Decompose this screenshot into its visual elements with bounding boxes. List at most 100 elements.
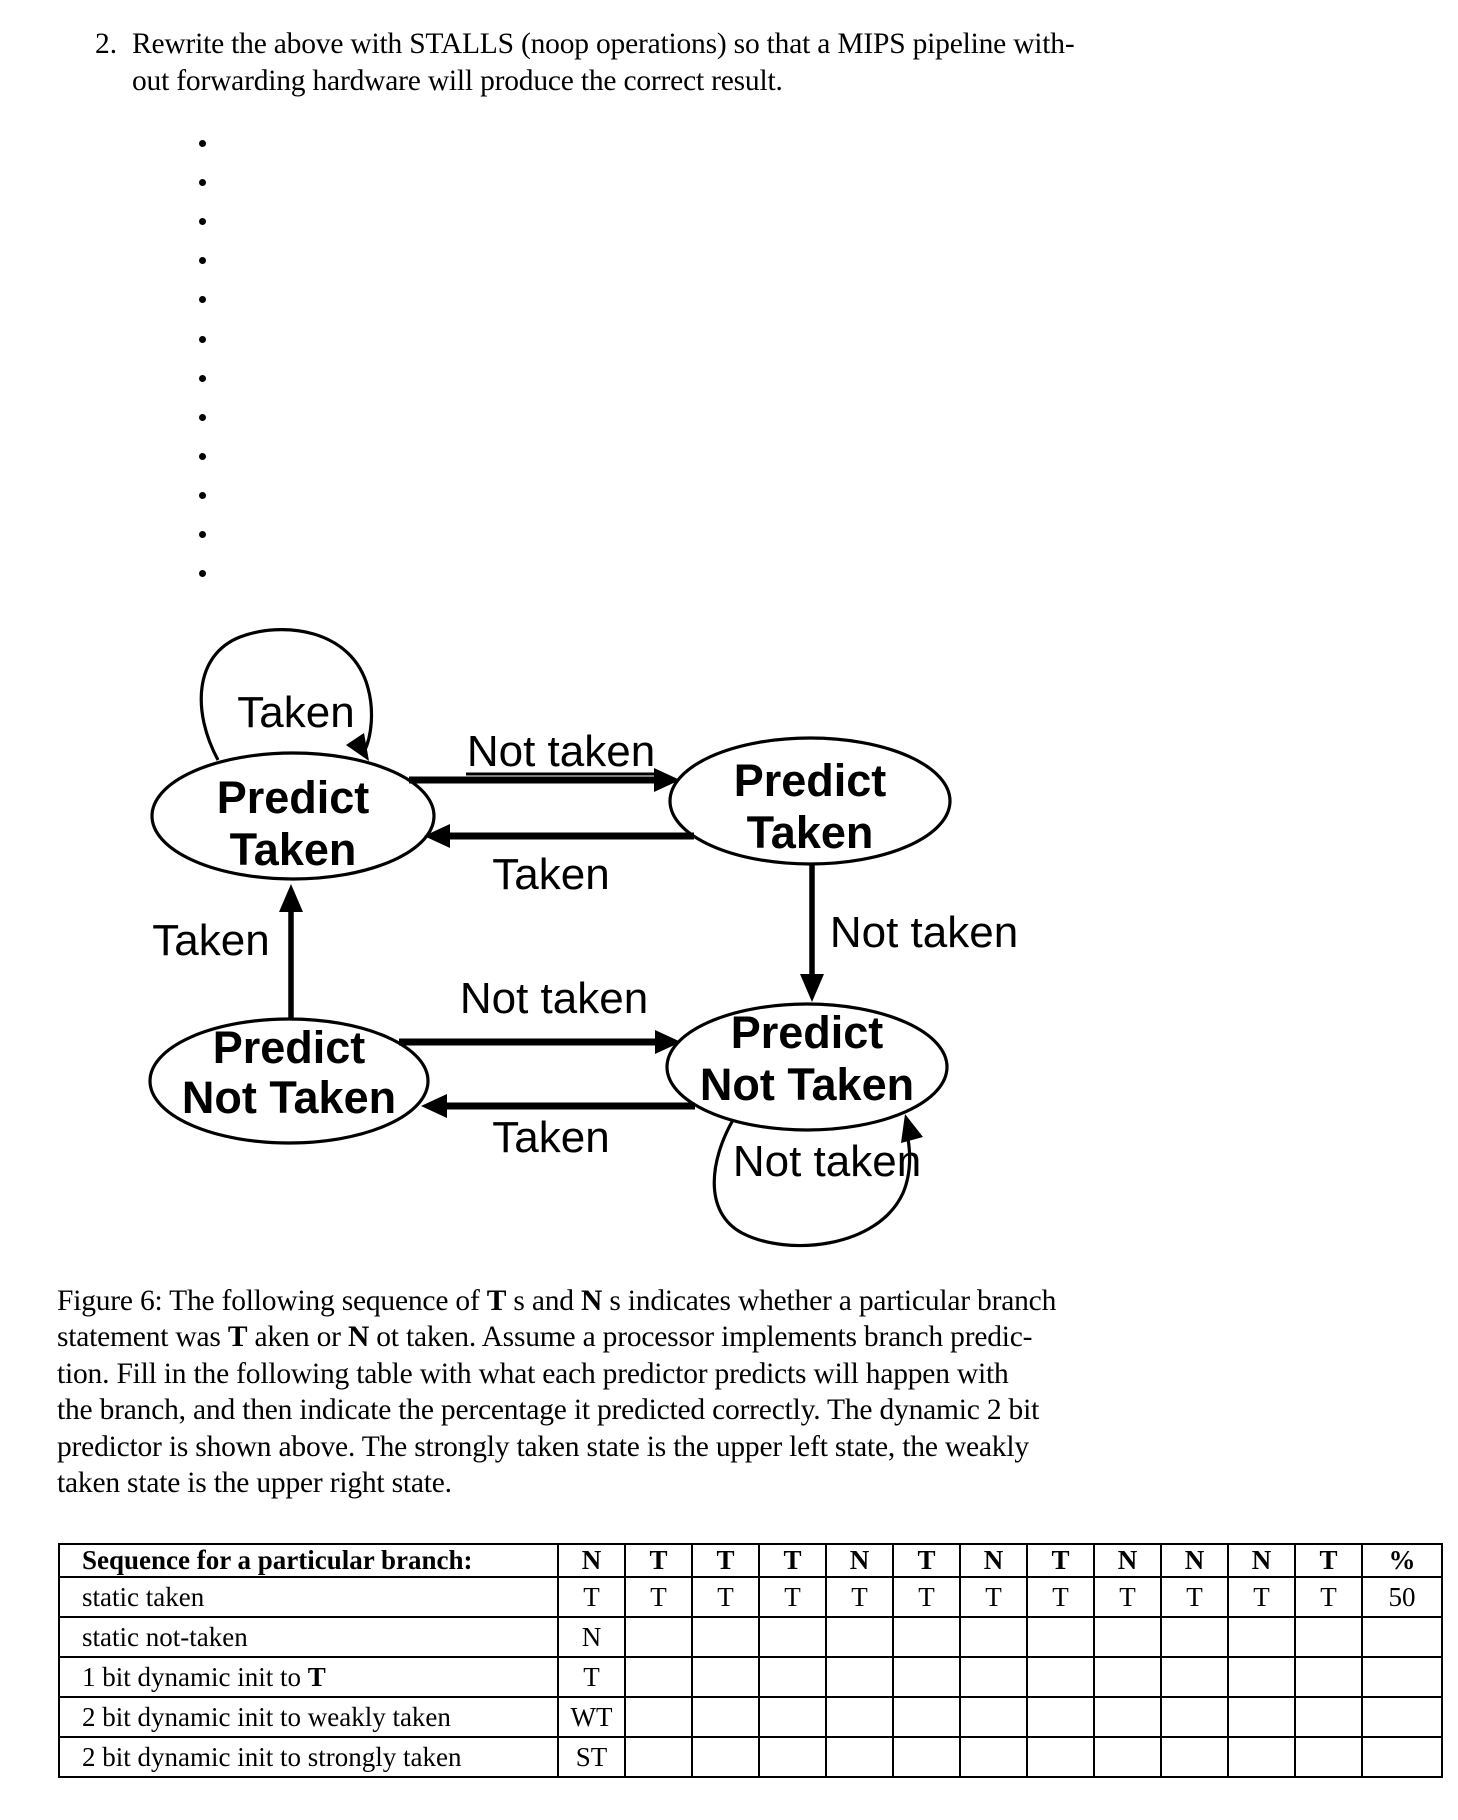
arrow-top-not-taken-head: [654, 768, 680, 792]
table-cell: [1026, 1656, 1095, 1698]
table-cell: [624, 1736, 693, 1778]
caption-line: statement was T aken or N ot taken. Assu…: [57, 1321, 1033, 1354]
table-cell: [1294, 1736, 1363, 1778]
table-cell: [1294, 1656, 1363, 1698]
table-cell: [758, 1696, 827, 1738]
table-cell: [758, 1656, 827, 1698]
table-cell: [825, 1696, 894, 1738]
table-cell: T: [1026, 1576, 1095, 1618]
table-cell: [1361, 1616, 1443, 1658]
table-cell: 50: [1361, 1576, 1443, 1618]
table-cell: [624, 1616, 693, 1658]
table-cell: [691, 1696, 760, 1738]
arrow-right-not-taken-head: [800, 974, 824, 1002]
table-cell: [1093, 1656, 1162, 1698]
state-not-taken-right-label-line1: Predict: [731, 1007, 884, 1058]
table-cell: [1160, 1656, 1229, 1698]
table-cell: [825, 1616, 894, 1658]
question-number: 2.: [95, 28, 118, 60]
table-cell: T: [624, 1576, 693, 1618]
table-header-cell: T: [1294, 1543, 1363, 1578]
table-cell: [1361, 1696, 1443, 1738]
state-not-taken-left-label-line2: Not Taken: [182, 1072, 396, 1123]
edge-label-left-taken: Taken: [152, 916, 269, 965]
state-weakly-taken-label-line1: Predict: [734, 755, 887, 806]
table-cell: ST: [557, 1736, 626, 1778]
table-cell: T: [1160, 1576, 1229, 1618]
edge-label-right-not-taken: Not taken: [830, 908, 1018, 957]
table-cell: [825, 1736, 894, 1778]
table-header-cell: T: [1026, 1543, 1095, 1578]
caption-line: tion. Fill in the following table with w…: [57, 1357, 1009, 1390]
table-cell: T: [1093, 1576, 1162, 1618]
answer-dot: [199, 140, 206, 147]
caption-line: taken state is the upper right state.: [57, 1467, 452, 1500]
table-cell: T: [557, 1576, 626, 1618]
table-cell: [892, 1696, 961, 1738]
table-row-label: static not-taken: [58, 1616, 559, 1658]
self-loop-not-taken-path: [712, 1119, 912, 1248]
table-cell: T: [691, 1576, 760, 1618]
table-cell: [892, 1616, 961, 1658]
arrow-bottom-taken-head: [421, 1094, 447, 1118]
table-header-cell: N: [1227, 1543, 1296, 1578]
table-header-cell: T: [892, 1543, 961, 1578]
table-cell: [1160, 1696, 1229, 1738]
table-row-label: 1 bit dynamic init to T: [58, 1656, 559, 1698]
table-header-cell: N: [959, 1543, 1028, 1578]
table-cell: T: [892, 1576, 961, 1618]
table-cell: T: [1294, 1576, 1363, 1618]
state-strongly-taken-label-line1: Predict: [217, 772, 370, 823]
table-cell: [1227, 1616, 1296, 1658]
table-cell: [1294, 1616, 1363, 1658]
table-header-label: Sequence for a particular branch:: [58, 1543, 559, 1578]
edge-label-top-not-taken: Not taken: [467, 727, 655, 776]
table-cell: [1361, 1656, 1443, 1698]
table-cell: [691, 1736, 760, 1778]
table-header-cell: N: [557, 1543, 626, 1578]
table-cell: [892, 1736, 961, 1778]
state-not-taken-right-label-line2: Not Taken: [700, 1059, 914, 1110]
table-cell: [1026, 1736, 1095, 1778]
table-cell: [1227, 1736, 1296, 1778]
table-row-label: static taken: [58, 1576, 559, 1618]
table-cell: [959, 1696, 1028, 1738]
arrow-bottom-not-taken-head: [655, 1030, 681, 1054]
table-cell: [758, 1736, 827, 1778]
table-header-cell: %: [1361, 1543, 1443, 1578]
table-cell: [1160, 1736, 1229, 1778]
table-cell: [624, 1696, 693, 1738]
edge-label-top-taken: Taken: [492, 850, 609, 899]
table-row-label: 2 bit dynamic init to strongly taken: [58, 1736, 559, 1778]
edge-label-self-not-taken: Not taken: [733, 1137, 921, 1186]
table-header-cell: T: [758, 1543, 827, 1578]
state-strongly-taken-ellipse: [150, 751, 436, 881]
table-cell: [825, 1656, 894, 1698]
answer-dot: [199, 491, 206, 499]
table-cell: [1026, 1616, 1095, 1658]
answer-dot: [199, 570, 206, 578]
answer-dot: [199, 413, 206, 421]
self-loop-taken-arrowhead: [346, 733, 369, 761]
state-not-taken-left-ellipse: [148, 1017, 430, 1145]
edge-label-bottom-not-taken: Not taken: [460, 974, 648, 1023]
table-cell: [1026, 1696, 1095, 1738]
table-cell: [1093, 1616, 1162, 1658]
table-cell: N: [557, 1616, 626, 1658]
answer-dot: [199, 218, 206, 226]
table-header-cell: N: [1093, 1543, 1162, 1578]
table-cell: [959, 1616, 1028, 1658]
state-not-taken-right-ellipse: [665, 1002, 949, 1132]
table-cell: WT: [557, 1696, 626, 1738]
table-cell: [892, 1656, 961, 1698]
answer-dot: [199, 374, 206, 382]
table-cell: [959, 1656, 1028, 1698]
table-cell: [1227, 1656, 1296, 1698]
